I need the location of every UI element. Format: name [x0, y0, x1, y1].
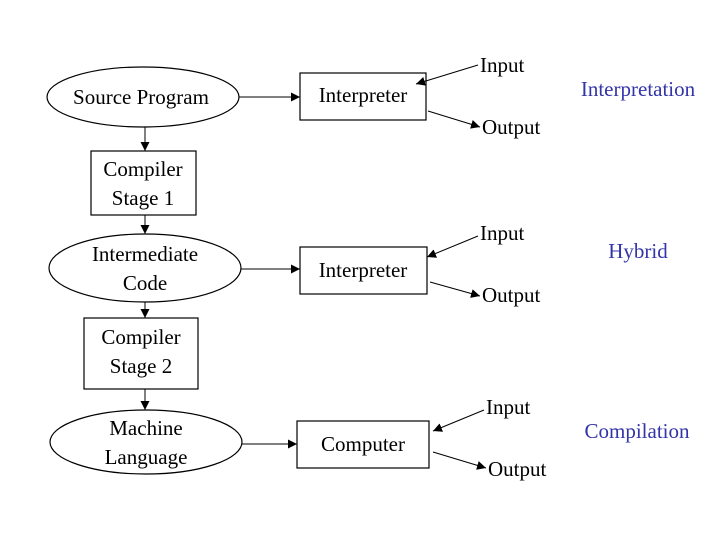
computer-node: [296, 420, 430, 469]
computer-label: Computer: [321, 432, 405, 456]
input-label-1: Input: [480, 53, 524, 77]
machine-language-node: [49, 409, 243, 475]
intermediate-code-label-line2: Code: [123, 271, 167, 295]
compiler-stage-1-node: [90, 150, 197, 216]
interpreter-1-node: [299, 72, 427, 121]
output-label-1: Output: [482, 115, 541, 139]
category-compilation: Compilation: [585, 419, 691, 443]
arrow-interpreter1-to-output: [427, 110, 481, 129]
output-label-3: Output: [488, 457, 547, 481]
compiler-stage-2-label-line1: Compiler: [101, 325, 180, 349]
category-interpretation: Interpretation: [581, 77, 696, 101]
output-label-2: Output: [482, 283, 541, 307]
compiler-stage-2-label-line2: Stage 2: [110, 354, 172, 378]
interpreter-2-label: Interpreter: [319, 258, 408, 282]
source-program-label: Source Program: [73, 85, 209, 109]
compiler-stage-1-label-line2: Stage 1: [112, 186, 174, 210]
machine-language-label-line1: Machine: [109, 416, 182, 440]
compiler-stage-2-node: [83, 317, 199, 390]
arrow-computer-to-output: [432, 451, 487, 470]
compiler-stage-1-label-line1: Compiler: [103, 157, 182, 181]
arrow-input-to-interpreter1: [415, 64, 479, 86]
interpreter-1-label: Interpreter: [319, 83, 408, 107]
arrow-input-to-computer: [432, 409, 485, 432]
interpreter-2-node: [299, 246, 428, 295]
category-hybrid: Hybrid: [608, 239, 668, 263]
machine-language-label-line2: Language: [105, 445, 188, 469]
arrow-input-to-interpreter2: [426, 235, 479, 258]
intermediate-code-label-line1: Intermediate: [92, 242, 198, 266]
arrow-interpreter2-to-output: [429, 281, 481, 298]
input-label-3: Input: [486, 395, 530, 419]
input-label-2: Input: [480, 221, 524, 245]
